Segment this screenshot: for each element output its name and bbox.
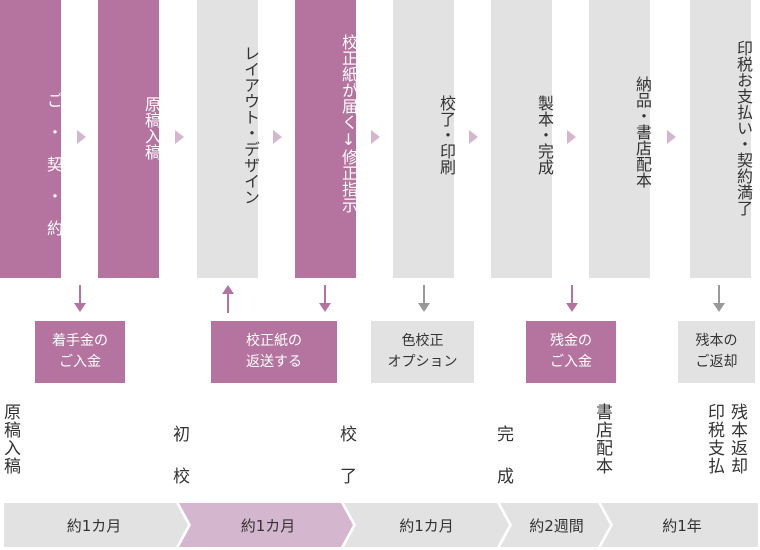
step-label: レイアウト・デザイン (241, 45, 260, 205)
timeline-segment (500, 503, 610, 547)
timeline-label: 約1カ月 (399, 516, 454, 535)
step-label: 校了・印刷 (437, 95, 456, 175)
note-line: オプション (387, 354, 458, 370)
down-arrow-icon (317, 285, 333, 313)
note-line: ご返却 (695, 354, 738, 370)
milestone-shoko-1: 初 (169, 425, 189, 442)
milestone-inzei-shiharai: 印税支払 (704, 403, 724, 475)
next-arrow-icon (273, 130, 282, 144)
milestone-shoten-haihon: 書店配本 (592, 403, 612, 475)
milestone-shoko-2: 校 (169, 467, 189, 484)
note-zankin: 残金の ご入金 (526, 321, 616, 383)
note-line: 色校正 (401, 333, 444, 349)
note-line: 校正紙の (246, 333, 302, 349)
note-line: 残金の (550, 333, 592, 349)
milestone-kouryo-1: 校 (336, 425, 356, 442)
step-genko-nyuko: 原稿入稿 (98, 0, 161, 278)
step-label: 原稿入稿 (142, 96, 161, 160)
next-arrow-icon (175, 130, 184, 144)
timeline-label: 約1カ月 (240, 516, 296, 535)
next-arrow-icon (667, 130, 676, 144)
milestone-kouryo-2: 了 (336, 467, 356, 484)
step-inzei-manryo: 印税お支払い・契約満了 (690, 0, 753, 278)
step-seihon-kansei: 製本・完成 (491, 0, 554, 278)
down-arrow-icon (416, 285, 432, 313)
note-chakushukin: 着手金の ご入金 (35, 321, 125, 383)
next-arrow-icon (469, 130, 478, 144)
timeline-segment (4, 503, 188, 547)
note-line: 返送する (246, 354, 302, 370)
timeline-label: 約2週間 (529, 516, 584, 535)
next-arrow-icon (77, 130, 86, 144)
milestone-zanpon-henkyaku: 残本返却 (727, 403, 747, 475)
note-line: ご入金 (59, 354, 101, 370)
note-irokousei: 色校正 オプション (371, 321, 474, 383)
down-arrow-icon (711, 285, 727, 313)
timeline-label: 約1カ月 (66, 516, 122, 535)
step-label: 納品・書店配本 (633, 76, 652, 188)
next-arrow-icon (371, 130, 380, 144)
milestone-kansei-1: 完 (493, 425, 513, 442)
step-label: ご・契・約 (44, 92, 63, 252)
timeline-segment (601, 503, 758, 547)
down-arrow-icon (72, 285, 88, 313)
step-label: 校正紙が届く↓修正指示 (339, 34, 358, 213)
next-arrow-icon (567, 130, 576, 144)
note-kouseishi-henso: 校正紙の 返送する (211, 321, 337, 383)
step-nohin-haihon: 納品・書店配本 (589, 0, 652, 278)
timeline-segment (344, 503, 509, 547)
note-zanpon: 残本の ご返却 (678, 321, 755, 383)
timeline-label: 約1年 (662, 516, 702, 535)
milestone-genko-nyuko: 原稿入稿 (0, 403, 20, 475)
timeline-segment (179, 503, 353, 547)
note-line: 着手金の (52, 333, 108, 349)
up-arrow-icon (220, 285, 236, 313)
note-line: ご入金 (550, 354, 592, 370)
down-arrow-icon (564, 285, 580, 313)
step-label: 製本・完成 (535, 95, 554, 175)
step-kouseishi: 校正紙が届く↓修正指示 (295, 0, 358, 278)
step-layout-design: レイアウト・デザイン (197, 0, 260, 278)
note-line: 残本の (695, 333, 738, 349)
milestone-kansei-2: 成 (493, 467, 513, 484)
step-keiyaku: ご・契・約 (0, 0, 63, 278)
timeline-bar (4, 503, 758, 547)
step-kouryo-insatsu: 校了・印刷 (393, 0, 456, 278)
step-label: 印税お支払い・契約満了 (734, 40, 753, 216)
